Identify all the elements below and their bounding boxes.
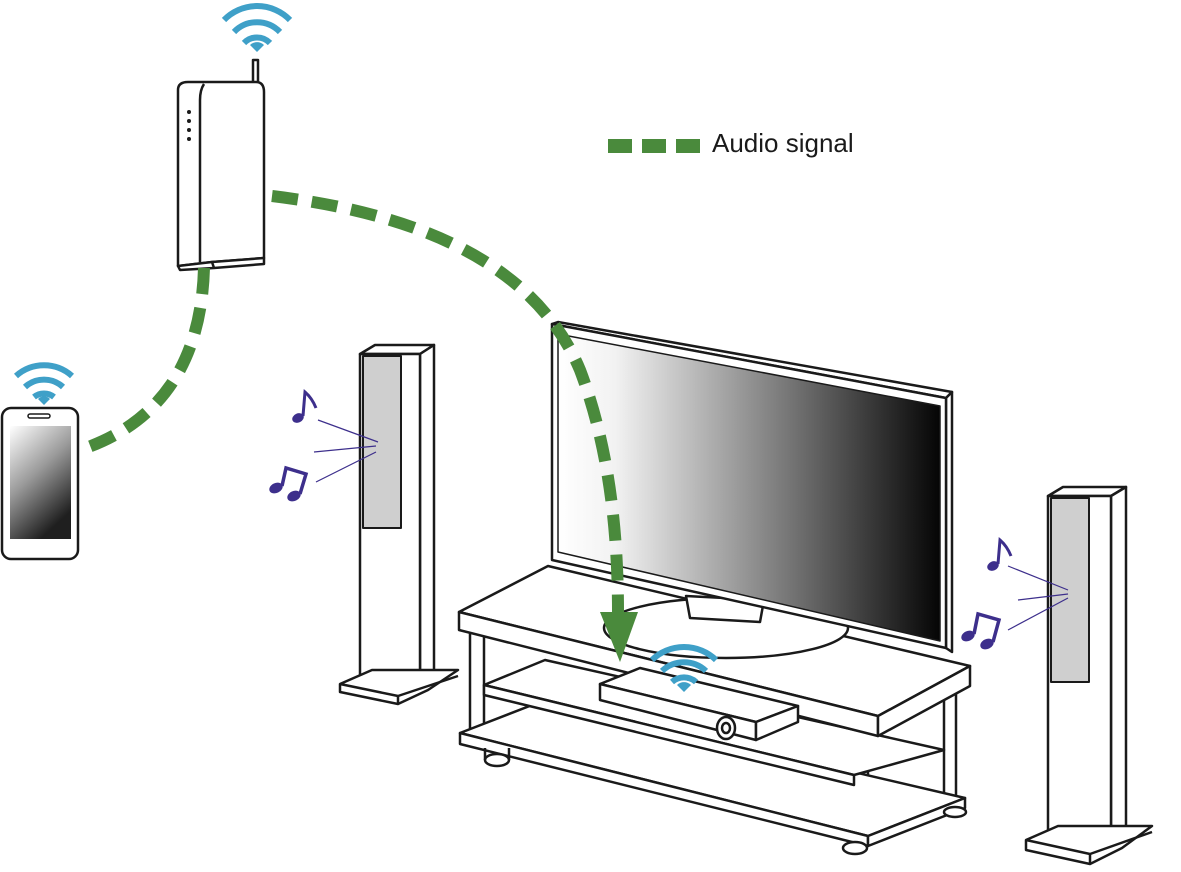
legend-label: Audio signal	[712, 128, 854, 158]
wifi-icon	[14, 362, 74, 405]
legend-swatch	[608, 139, 700, 153]
sound-lines-left	[313, 419, 379, 483]
tower-speaker-right	[1024, 485, 1154, 866]
av-receiver-icon	[598, 666, 800, 742]
audio-signal-path	[78, 190, 624, 613]
smartphone-icon	[0, 406, 80, 561]
music-note-icon	[269, 465, 309, 502]
music-note-icon	[987, 536, 1013, 571]
tower-speaker-left	[338, 343, 460, 706]
sound-lines-right	[1007, 565, 1069, 631]
music-note-icon	[961, 611, 1002, 650]
wifi-icon	[649, 644, 719, 692]
router-icon	[176, 58, 266, 272]
television-icon	[550, 320, 954, 660]
music-note-icon	[292, 388, 318, 423]
signal-arrowhead	[600, 612, 638, 662]
wifi-icon	[221, 3, 293, 52]
